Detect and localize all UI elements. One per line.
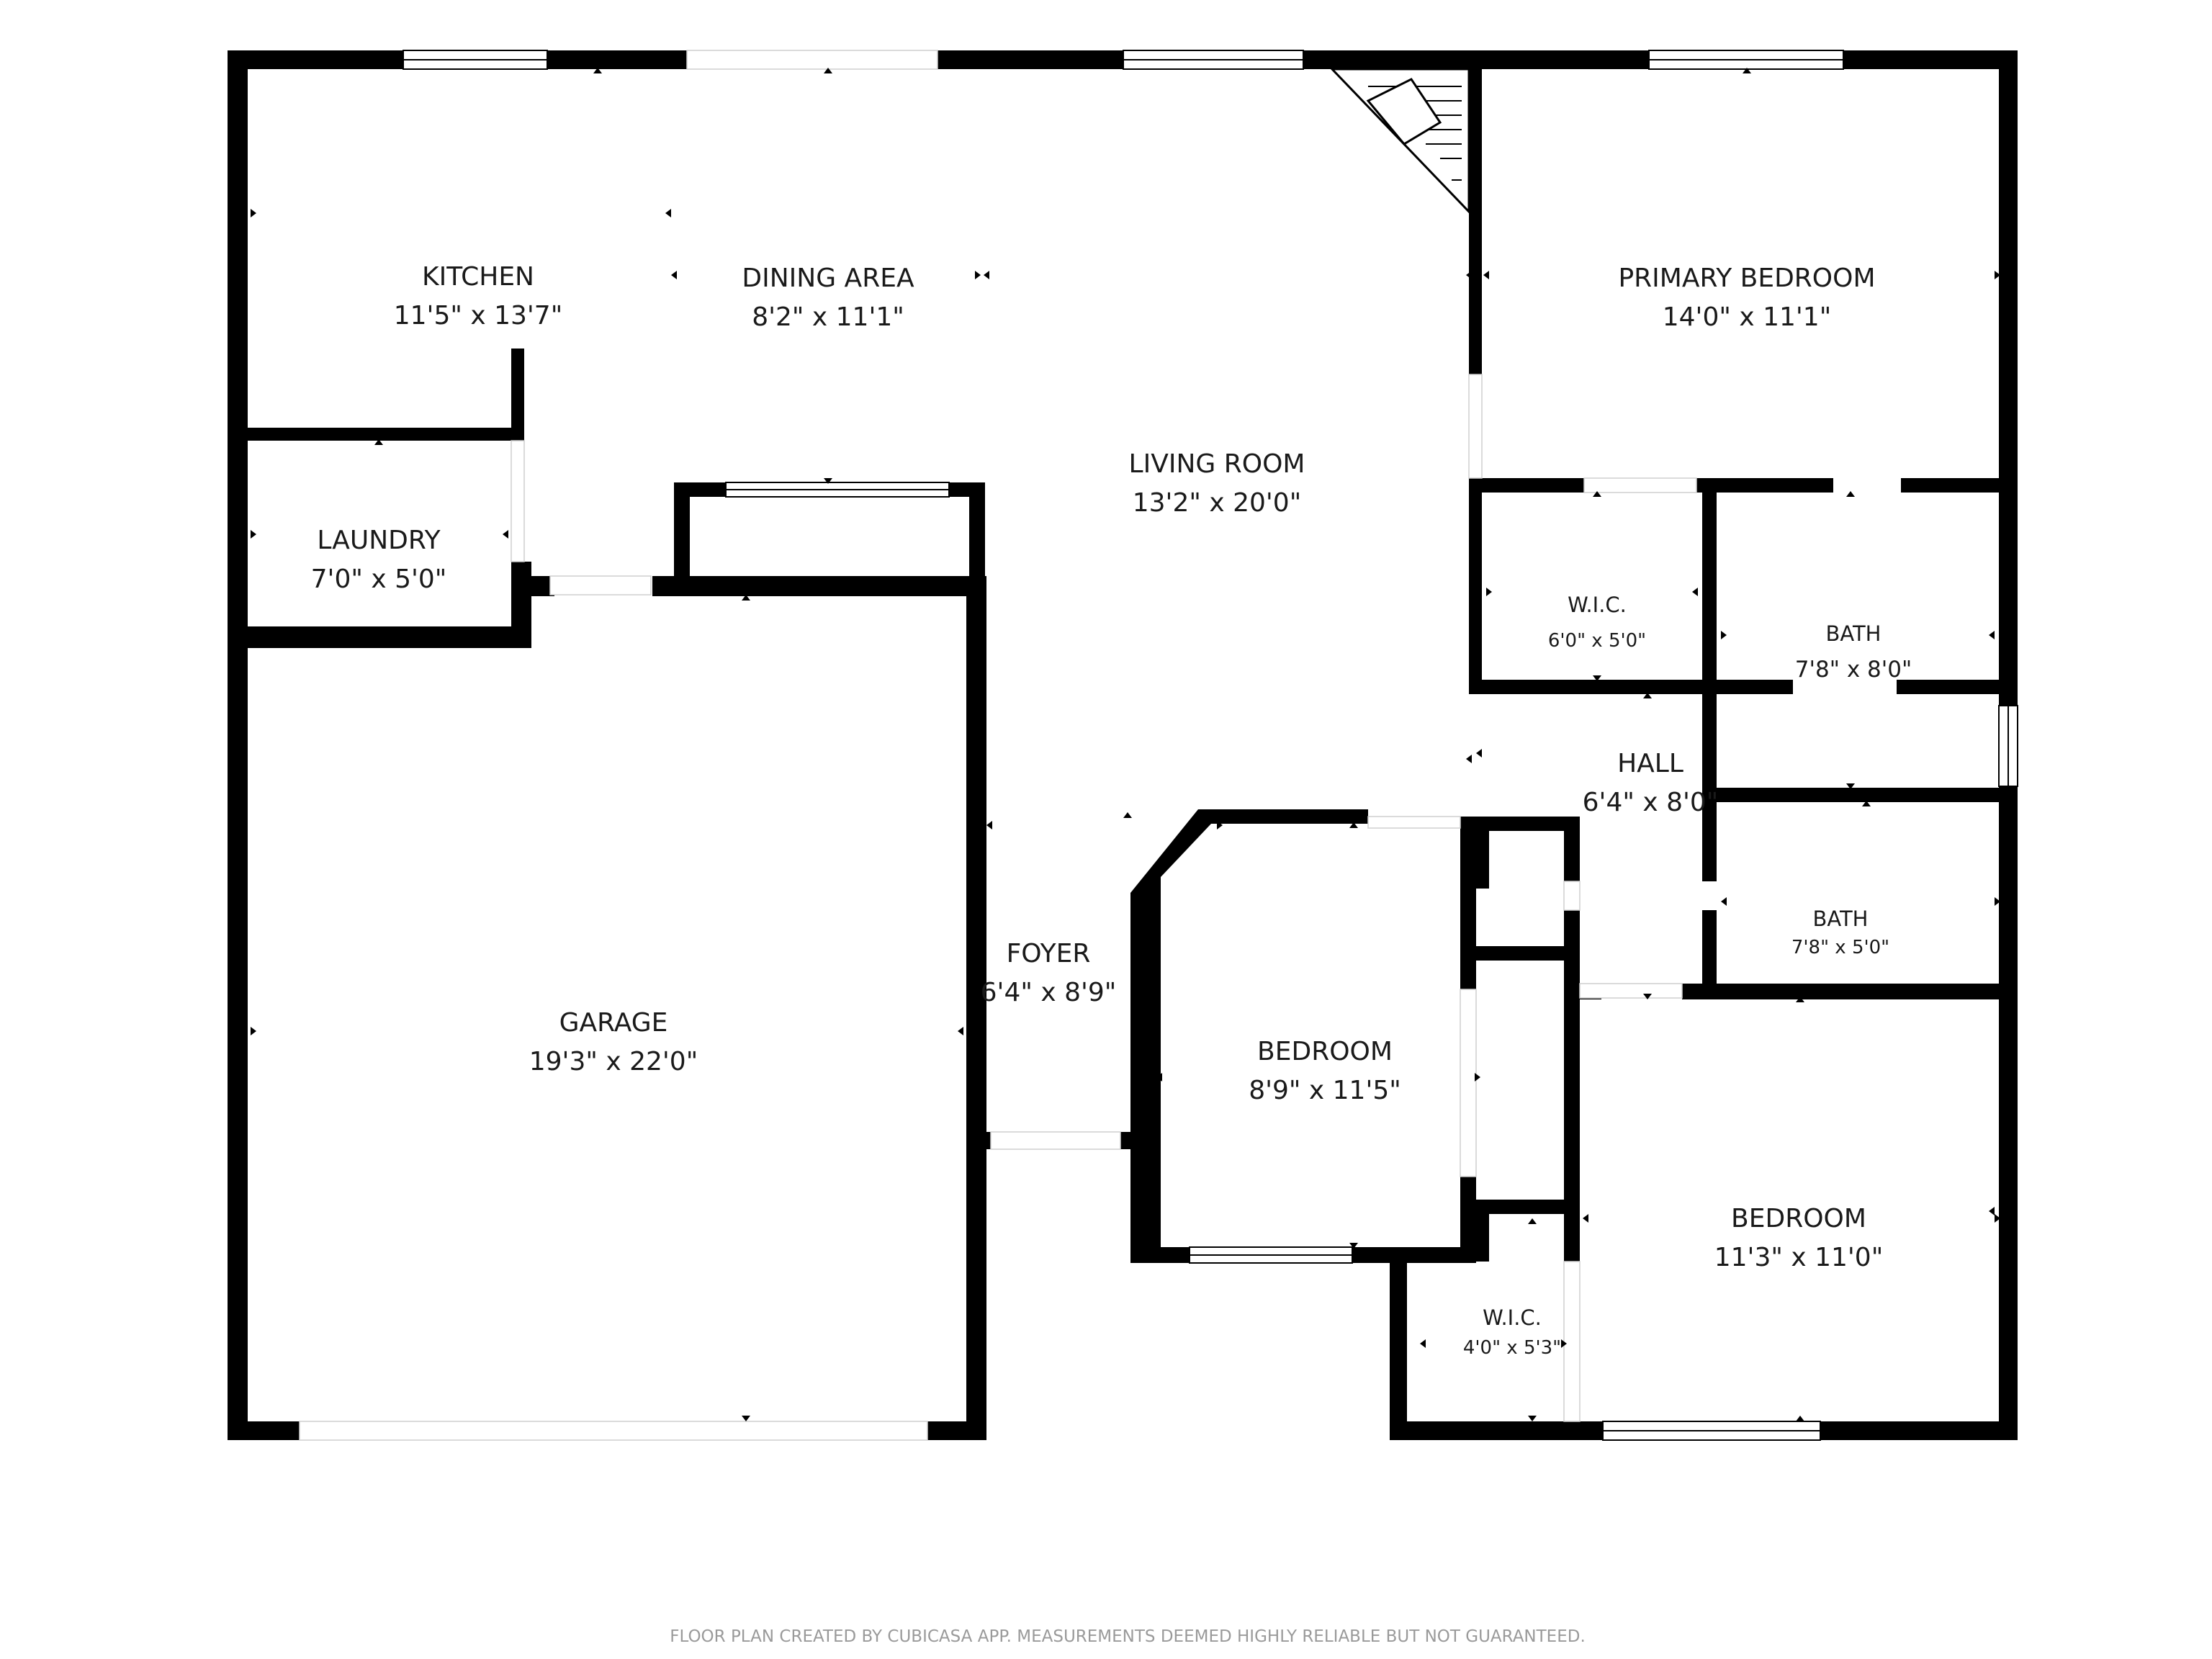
wic-primary-name: W.I.C. [1568, 593, 1627, 617]
foyer-dims: 6'4" x 8'9" [981, 978, 1117, 1007]
exterior-walls [228, 50, 2018, 1440]
laundry-dims: 7'0" x 5'0" [311, 565, 447, 594]
dining-dims: 8'2" x 11'1" [752, 302, 904, 332]
bedroom-3-dims: 11'3" x 11'0" [1714, 1243, 1884, 1272]
wic-small-dims: 4'0" x 5'3" [1463, 1337, 1561, 1359]
living-name: LIVING ROOM [1129, 449, 1305, 479]
dimension-ticks [251, 68, 2000, 1421]
bath-primary-name: BATH [1825, 621, 1881, 646]
fireplace [1329, 68, 1470, 215]
laundry-name: LAUNDRY [317, 526, 441, 555]
wic-small-name: W.I.C. [1483, 1305, 1542, 1330]
dining-name: DINING AREA [742, 264, 914, 293]
living-dims: 13'2" x 20'0" [1133, 488, 1302, 518]
bedroom-2-dims: 8'9" x 11'5" [1249, 1076, 1401, 1105]
room-labels: KITCHEN 11'5" x 13'7" DINING AREA 8'2" x… [311, 262, 1912, 1359]
openings [299, 50, 1697, 1441]
bedroom-3-name: BEDROOM [1731, 1204, 1866, 1233]
garage-dims: 19'3" x 22'0" [529, 1047, 698, 1076]
foyer-name: FOYER [1007, 939, 1091, 968]
kitchen-dims: 11'5" x 13'7" [394, 301, 563, 331]
bath-2-name: BATH [1812, 907, 1868, 931]
wic-primary-dims: 6'0" x 5'0" [1548, 630, 1646, 652]
primary-bedroom-dims: 14'0" x 11'1" [1663, 302, 1832, 332]
bath-2-dims: 7'8" x 5'0" [1791, 937, 1889, 958]
primary-bedroom-name: PRIMARY BEDROOM [1618, 264, 1875, 293]
garage-name: GARAGE [559, 1008, 668, 1038]
windows [403, 50, 2018, 1441]
kitchen-name: KITCHEN [422, 262, 534, 292]
bedroom-2-name: BEDROOM [1257, 1037, 1393, 1066]
bath-primary-dims: 7'8" x 8'0" [1795, 657, 1912, 683]
footer-disclaimer: FLOOR PLAN CREATED BY CUBICASA APP. MEAS… [670, 1627, 1586, 1646]
hall-dims: 6'4" x 8'0" [1583, 788, 1719, 817]
hall-name: HALL [1617, 749, 1683, 778]
